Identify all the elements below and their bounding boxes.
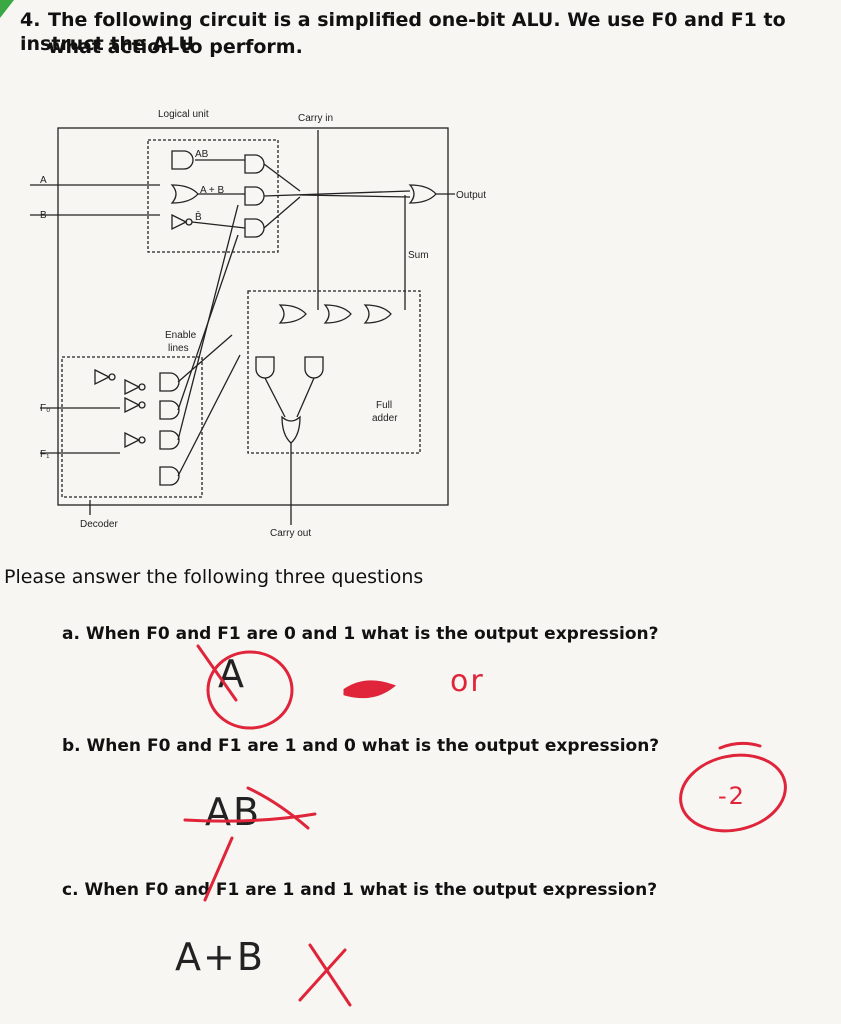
question-line-1: 4.The following circuit is a simplified … <box>20 8 841 56</box>
enable-lines-label: Enable <box>165 330 197 341</box>
or-gate-label: A + B <box>200 185 225 196</box>
instructions-text: Please answer the following three questi… <box>4 566 424 588</box>
sum-label: Sum <box>408 250 429 261</box>
output-label: Output <box>456 190 486 201</box>
logical-unit-label: Logical unit <box>158 109 209 120</box>
question-c: c. When F0 and F1 are 1 and 1 what is th… <box>62 880 658 900</box>
carry-out-label: Carry out <box>270 528 311 539</box>
logical-unit-box <box>147 139 279 253</box>
scribble-mark <box>343 680 397 699</box>
alu-outer-box <box>57 127 449 506</box>
f0-label: F₀ <box>40 403 50 414</box>
question-line-2: what action to perform. <box>48 36 303 58</box>
f1-label: F₁ <box>40 449 50 460</box>
and-gate-label: AB <box>195 149 209 160</box>
score-tick <box>718 741 762 750</box>
full-adder-label: Full <box>376 400 392 411</box>
handwritten-answer-b: AB <box>205 790 262 834</box>
question-text-1: The following circuit is a simplified on… <box>20 9 786 55</box>
full-adder-box <box>247 290 421 454</box>
cross-c-2 <box>298 948 347 1002</box>
handwritten-or: or <box>450 664 485 699</box>
decoder-label: Decoder <box>80 519 118 530</box>
full-adder-label-2: adder <box>372 413 398 424</box>
score-mark: -2 <box>718 782 746 810</box>
handwritten-answer-a: A <box>218 652 246 696</box>
not-gate <box>171 213 188 231</box>
corner-mark <box>0 0 14 18</box>
question-number: 4. <box>20 9 41 31</box>
decoder-box <box>61 356 203 498</box>
output-or-gate <box>408 184 437 204</box>
question-a: a. When F0 and F1 are 0 and 1 what is th… <box>62 624 659 644</box>
and-gate <box>171 150 194 170</box>
question-b: b. When F0 and F1 are 1 and 0 what is th… <box>62 736 660 756</box>
enable-lines-label-2: lines <box>168 343 189 354</box>
carry-in-label: Carry in <box>298 113 333 124</box>
input-b-label: B <box>40 210 47 221</box>
or-gate <box>170 184 199 204</box>
input-a-label: A <box>40 175 47 186</box>
handwritten-answer-c: A+B <box>175 935 265 979</box>
alu-circuit-diagram: Logical unit Carry in A B AB A + B B̄ Ou… <box>30 109 486 539</box>
not-gate-label: B̄ <box>195 210 202 223</box>
cross-c-1 <box>308 943 352 1007</box>
